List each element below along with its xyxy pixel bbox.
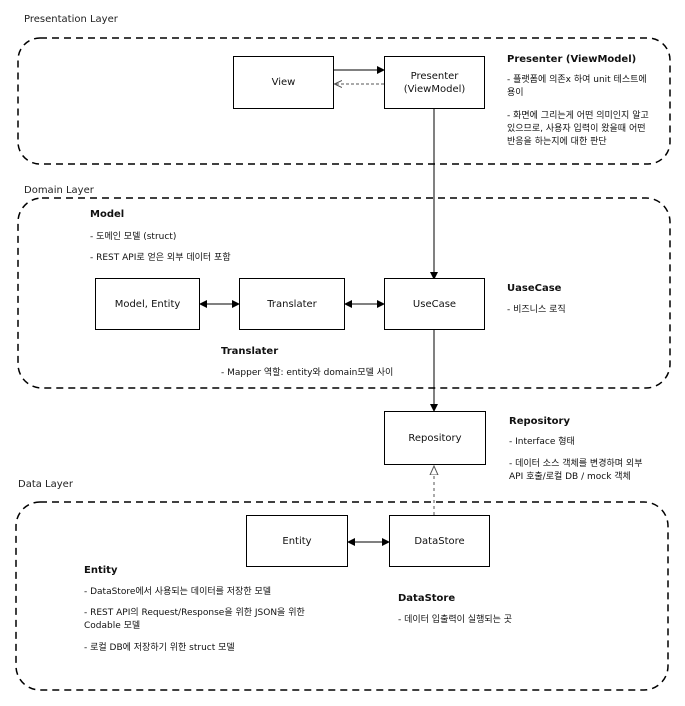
entity-box: Entity [246, 515, 348, 567]
presenter-note-title: Presenter (ViewModel) [507, 54, 637, 65]
repository-box: Repository [384, 411, 486, 465]
entity-note-line: - REST API의 Request/Response을 위한 JSON을 위… [84, 608, 305, 631]
datastore-note-line: - 데이터 입출력이 실행되는 곳 [398, 615, 513, 625]
entity-note-title: Entity [84, 565, 118, 576]
usecase-note-line: - 비즈니스 로직 [507, 305, 566, 315]
entity-note-line: - DataStore에서 사용되는 데이터를 저장한 모델 [84, 587, 272, 597]
repository-note-line: - Interface 형태 [509, 437, 575, 447]
data-layer-container [15, 501, 669, 691]
domain-layer-container [17, 197, 671, 389]
usecase-note-title: UaseCase [507, 283, 562, 294]
model-entity-box: Model, Entity [95, 278, 200, 330]
datastore-box: DataStore [389, 515, 490, 567]
entity-note-line: - 로컬 DB에 저장하기 위한 struct 모델 [84, 643, 235, 653]
presentation-layer-title: Presentation Layer [24, 14, 118, 25]
domain-layer-title: Domain Layer [24, 185, 94, 196]
usecase-box: UseCase [384, 278, 485, 330]
model-note-title: Model [90, 209, 125, 220]
translater-box: Translater [239, 278, 345, 330]
presentation-layer-container [17, 37, 671, 165]
translater-note-title: Translater [221, 346, 279, 357]
datastore-note-title: DataStore [398, 593, 456, 604]
model-note-line: - REST API로 얻은 외부 데이터 포함 [90, 253, 231, 263]
view-box: View [233, 56, 334, 109]
translater-note-line: - Mapper 역할: entity와 domain모델 사이 [221, 368, 394, 378]
presenter-note-line: - 플랫폼에 의존x 하여 unit 테스트에 용이 [507, 75, 647, 98]
repository-note-line: - 데이터 소스 객체를 변경하며 외부 API 호출/로컬 DB / mock… [509, 459, 643, 482]
presenter-note-line: - 화면에 그리는게 어떤 의미인지 알고 있으므로, 사용자 입력이 왔을때 … [507, 111, 649, 147]
model-note-line: - 도메인 모델 (struct) [90, 232, 177, 242]
repository-note-title: Repository [509, 416, 570, 427]
data-layer-title: Data Layer [18, 479, 73, 490]
presenter-box: Presenter (ViewModel) [384, 56, 485, 109]
